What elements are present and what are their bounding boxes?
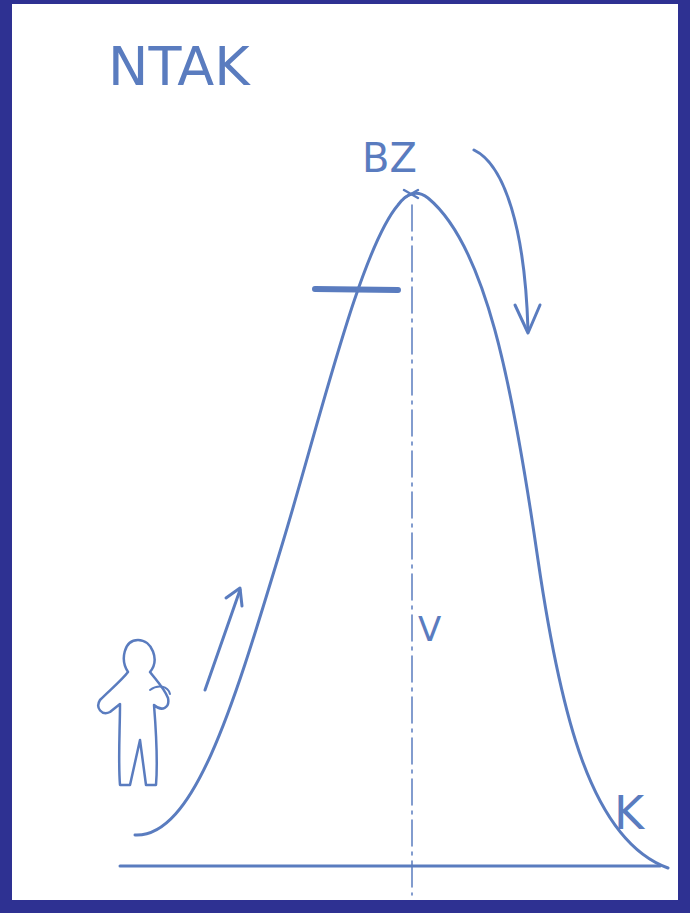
- bz-arrowhead: [515, 305, 540, 333]
- peak-cross: [404, 190, 418, 198]
- axis-line: [411, 205, 413, 895]
- curve-label: K: [614, 790, 644, 836]
- paper: [12, 4, 678, 900]
- walker-figure: [98, 640, 168, 785]
- axis-label: V: [418, 612, 441, 646]
- bar-mark: [315, 289, 398, 290]
- walk-arrowhead: [226, 588, 242, 606]
- bz-arrow: [474, 150, 528, 330]
- walk-arrow: [205, 590, 240, 690]
- hill-curve: [135, 193, 668, 868]
- walker-arm: [150, 687, 170, 694]
- title-note: NTAK: [108, 40, 250, 94]
- baseline: [120, 865, 660, 868]
- point-label: BZ: [362, 138, 417, 178]
